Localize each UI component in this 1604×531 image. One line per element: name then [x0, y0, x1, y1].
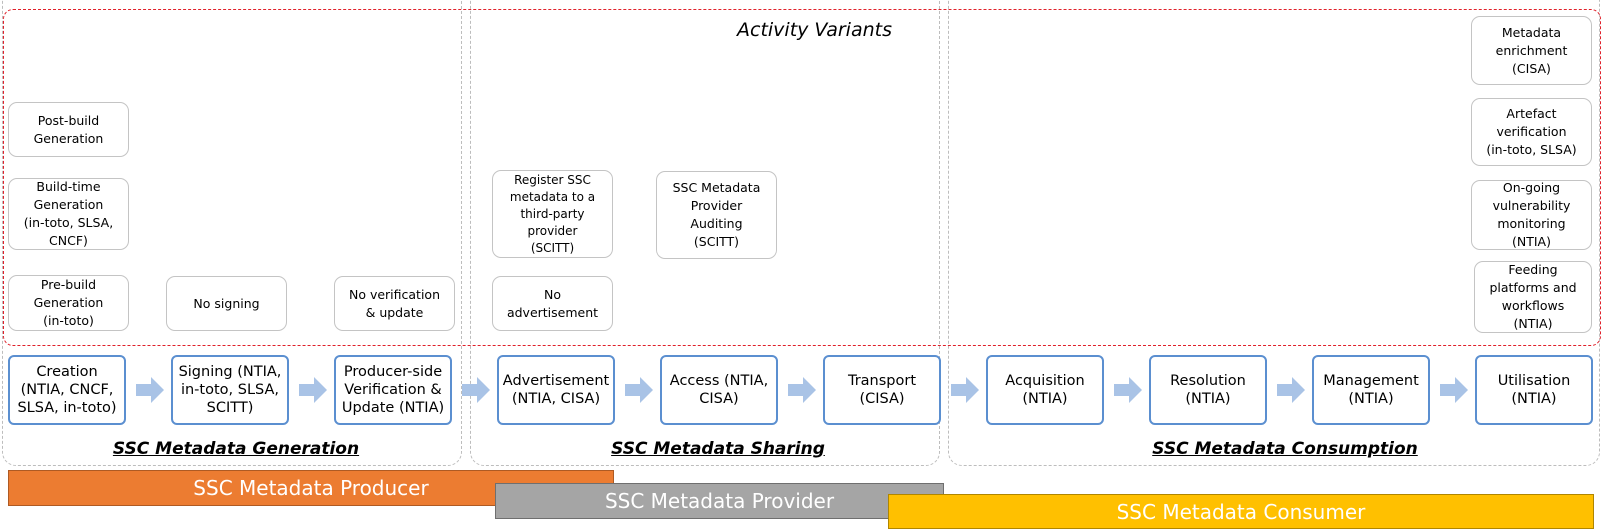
variant-register-third-party: Register SSC metadata to a third-party p… [492, 170, 613, 258]
step-transport: Transport (CISA) [823, 355, 941, 425]
arrow-right-icon [136, 377, 164, 403]
generation-section-frame [2, 0, 462, 466]
arrow-right-icon [1440, 377, 1468, 403]
variant-no-advertisement: No advertisement [492, 276, 613, 331]
arrow-right-icon [1114, 377, 1142, 403]
step-advertisement: Advertisement (NTIA, CISA) [497, 355, 615, 425]
step-resolution: Resolution (NTIA) [1149, 355, 1267, 425]
variant-artefact-verification: Artefact verification (in-toto, SLSA) [1471, 98, 1592, 166]
step-producer-verification: Producer-side Verification & Update (NTI… [334, 355, 452, 425]
variant-provider-auditing: SSC Metadata Provider Auditing (SCITT) [656, 171, 777, 259]
role-bar-producer: SSC Metadata Producer [8, 470, 614, 506]
variant-build-time-generation: Build-time Generation (in-toto, SLSA, CN… [8, 178, 129, 250]
arrow-right-icon [299, 377, 327, 403]
section-title-generation: SSC Metadata Generation [112, 439, 360, 459]
step-signing: Signing (NTIA, in-toto, SLSA, SCITT) [171, 355, 289, 425]
role-bar-provider: SSC Metadata Provider [495, 483, 944, 519]
variant-no-signing: No signing [166, 276, 287, 331]
section-title-consumption: SSC Metadata Consumption [1152, 439, 1418, 459]
arrow-right-icon [1277, 377, 1305, 403]
sharing-section-frame [470, 0, 940, 466]
arrow-right-icon [788, 377, 816, 403]
variant-metadata-enrichment: Metadata enrichment (CISA) [1471, 16, 1592, 85]
variant-no-verification-update: No verification & update [334, 276, 455, 331]
step-access: Access (NTIA, CISA) [660, 355, 778, 425]
arrow-right-icon [951, 377, 979, 403]
activity-variants-title: Activity Variants [737, 19, 892, 41]
section-title-sharing: SSC Metadata Sharing [611, 439, 825, 459]
arrow-right-icon [625, 377, 653, 403]
step-creation: Creation (NTIA, CNCF, SLSA, in-toto) [8, 355, 126, 425]
variant-pre-build-generation: Pre-build Generation (in-toto) [8, 275, 129, 331]
role-bar-consumer: SSC Metadata Consumer [888, 494, 1594, 529]
step-management: Management (NTIA) [1312, 355, 1430, 425]
variant-feeding-platforms: Feeding platforms and workflows (NTIA) [1474, 261, 1592, 333]
variant-post-build-generation: Post-build Generation [8, 102, 129, 157]
step-utilisation: Utilisation (NTIA) [1475, 355, 1593, 425]
step-acquisition: Acquisition (NTIA) [986, 355, 1104, 425]
variant-vulnerability-monitoring: On-going vulnerability monitoring (NTIA) [1471, 180, 1592, 250]
arrow-right-icon [462, 377, 490, 403]
consumption-section-frame [948, 0, 1600, 466]
activity-variants-region [3, 9, 1601, 346]
